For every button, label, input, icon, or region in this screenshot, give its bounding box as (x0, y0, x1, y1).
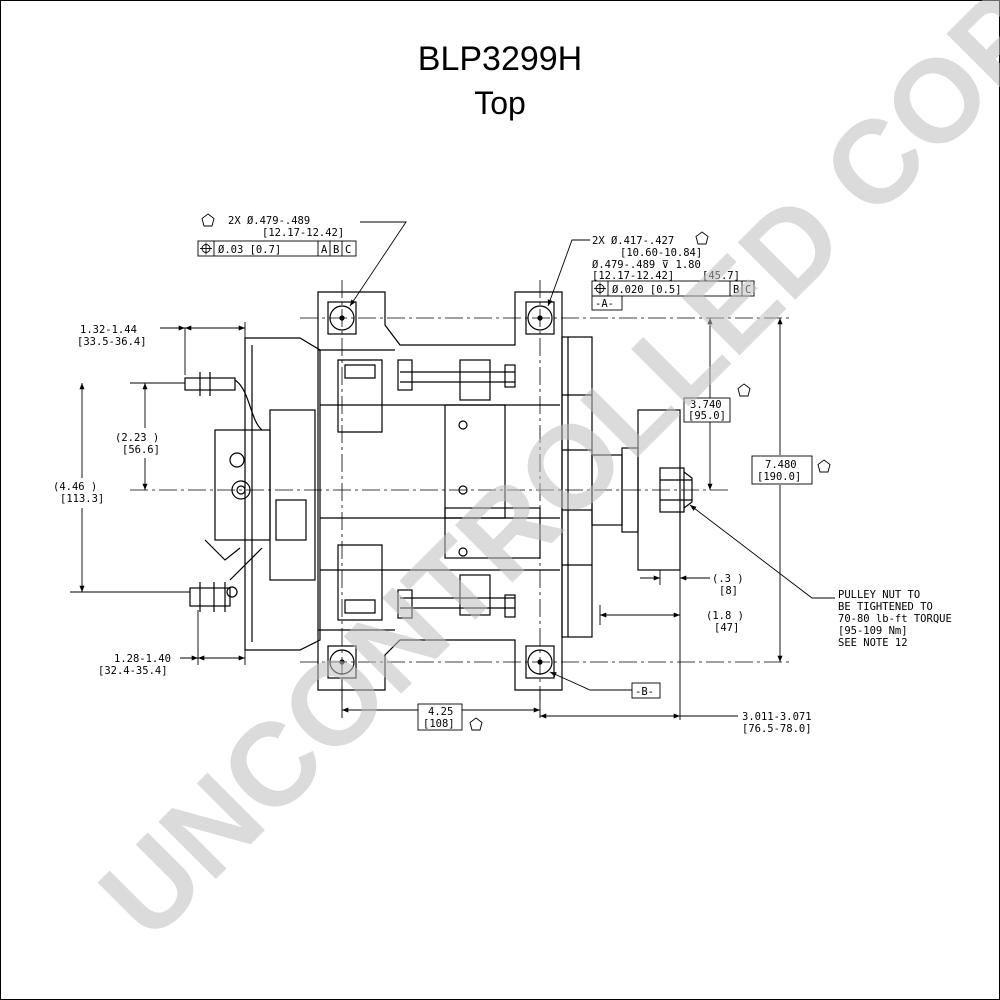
right-datum-b: B (733, 284, 739, 296)
left-hole-callout-1: 2X Ø.479-.489 (228, 215, 310, 227)
dim-2-inch: (2.23 ) (115, 432, 159, 444)
uncontrolled-copy-watermark: UNCONTROLLED COPY (75, 0, 1000, 963)
mounting-holes (327, 301, 555, 679)
dim-7-inch: 7.480 (765, 459, 797, 471)
right-datum-c: C (745, 284, 751, 296)
dim-5-inch: 4.25 (428, 706, 453, 718)
left-datum-b: B (333, 244, 339, 256)
dim-8-inch: (.3 ) (712, 573, 744, 585)
dim-5-mm: [108] (423, 718, 455, 730)
dimension-lines (70, 318, 783, 720)
alternator-body (184, 291, 693, 691)
part-number-title: BLP3299H (417, 40, 583, 78)
note-line-5: SEE NOTE 12 (838, 637, 908, 649)
note-line-4: [95-109 Nm] (838, 625, 908, 637)
view-subtitle: Top (474, 85, 526, 121)
dim-9-inch: (1.8 ) (706, 610, 744, 622)
dim-1-mm: [33.5-36.4] (77, 336, 147, 348)
right-hole-callout-4: [12.17-12.42] (592, 270, 674, 282)
dim-10-inch: 3.011-3.071 (742, 711, 812, 723)
dim-1-inch: 1.32-1.44 (80, 324, 137, 336)
right-hole-callout-3: Ø.479-.489 ⊽ 1.80 (592, 259, 701, 271)
dim-2-mm: [56.6] (122, 444, 160, 456)
note-line-2: BE TIGHTENED TO (838, 601, 933, 613)
dim-6-inch: 3.740 (690, 399, 722, 411)
dim-4-inch: 1.28-1.40 (114, 653, 171, 665)
left-hole-callout-2: [12.17-12.42] (262, 227, 344, 239)
left-hole-tolerance: Ø.03 [0.7] (218, 244, 281, 256)
annotation-text: 2X Ø.479-.489 [12.17-12.42] Ø.03 [0.7] A… (53, 215, 952, 735)
dim-6-mm: [95.0] (688, 410, 726, 422)
datum-b-label: -B- (635, 686, 654, 698)
feature-control-frames (197, 213, 831, 731)
right-hole-tolerance: Ø.020 [0.5] (612, 284, 682, 296)
dim-3-inch: (4.46 ) (53, 481, 97, 493)
right-hole-callout-1: 2X Ø.417-.427 (592, 235, 674, 247)
dim-8-mm: [8] (719, 585, 738, 597)
right-hole-callout-5: [45.7] (702, 270, 740, 282)
datum-a-label: -A- (595, 298, 614, 310)
dim-10-mm: [76.5-78.0] (742, 723, 812, 735)
left-datum-c: C (345, 244, 351, 256)
note-line-1: PULLEY NUT TO (838, 589, 920, 601)
dim-7-mm: [190.0] (757, 471, 801, 483)
leader-lines (349, 221, 835, 691)
dim-9-mm: [47] (714, 622, 739, 634)
dim-4-mm: [32.4-35.4] (98, 665, 168, 677)
dim-3-mm: [113.3] (60, 493, 104, 505)
left-datum-a: A (321, 244, 328, 256)
right-hole-callout-2: [10.60-10.84] (620, 247, 702, 259)
note-line-3: 70-80 lb-ft TORQUE (838, 613, 952, 625)
